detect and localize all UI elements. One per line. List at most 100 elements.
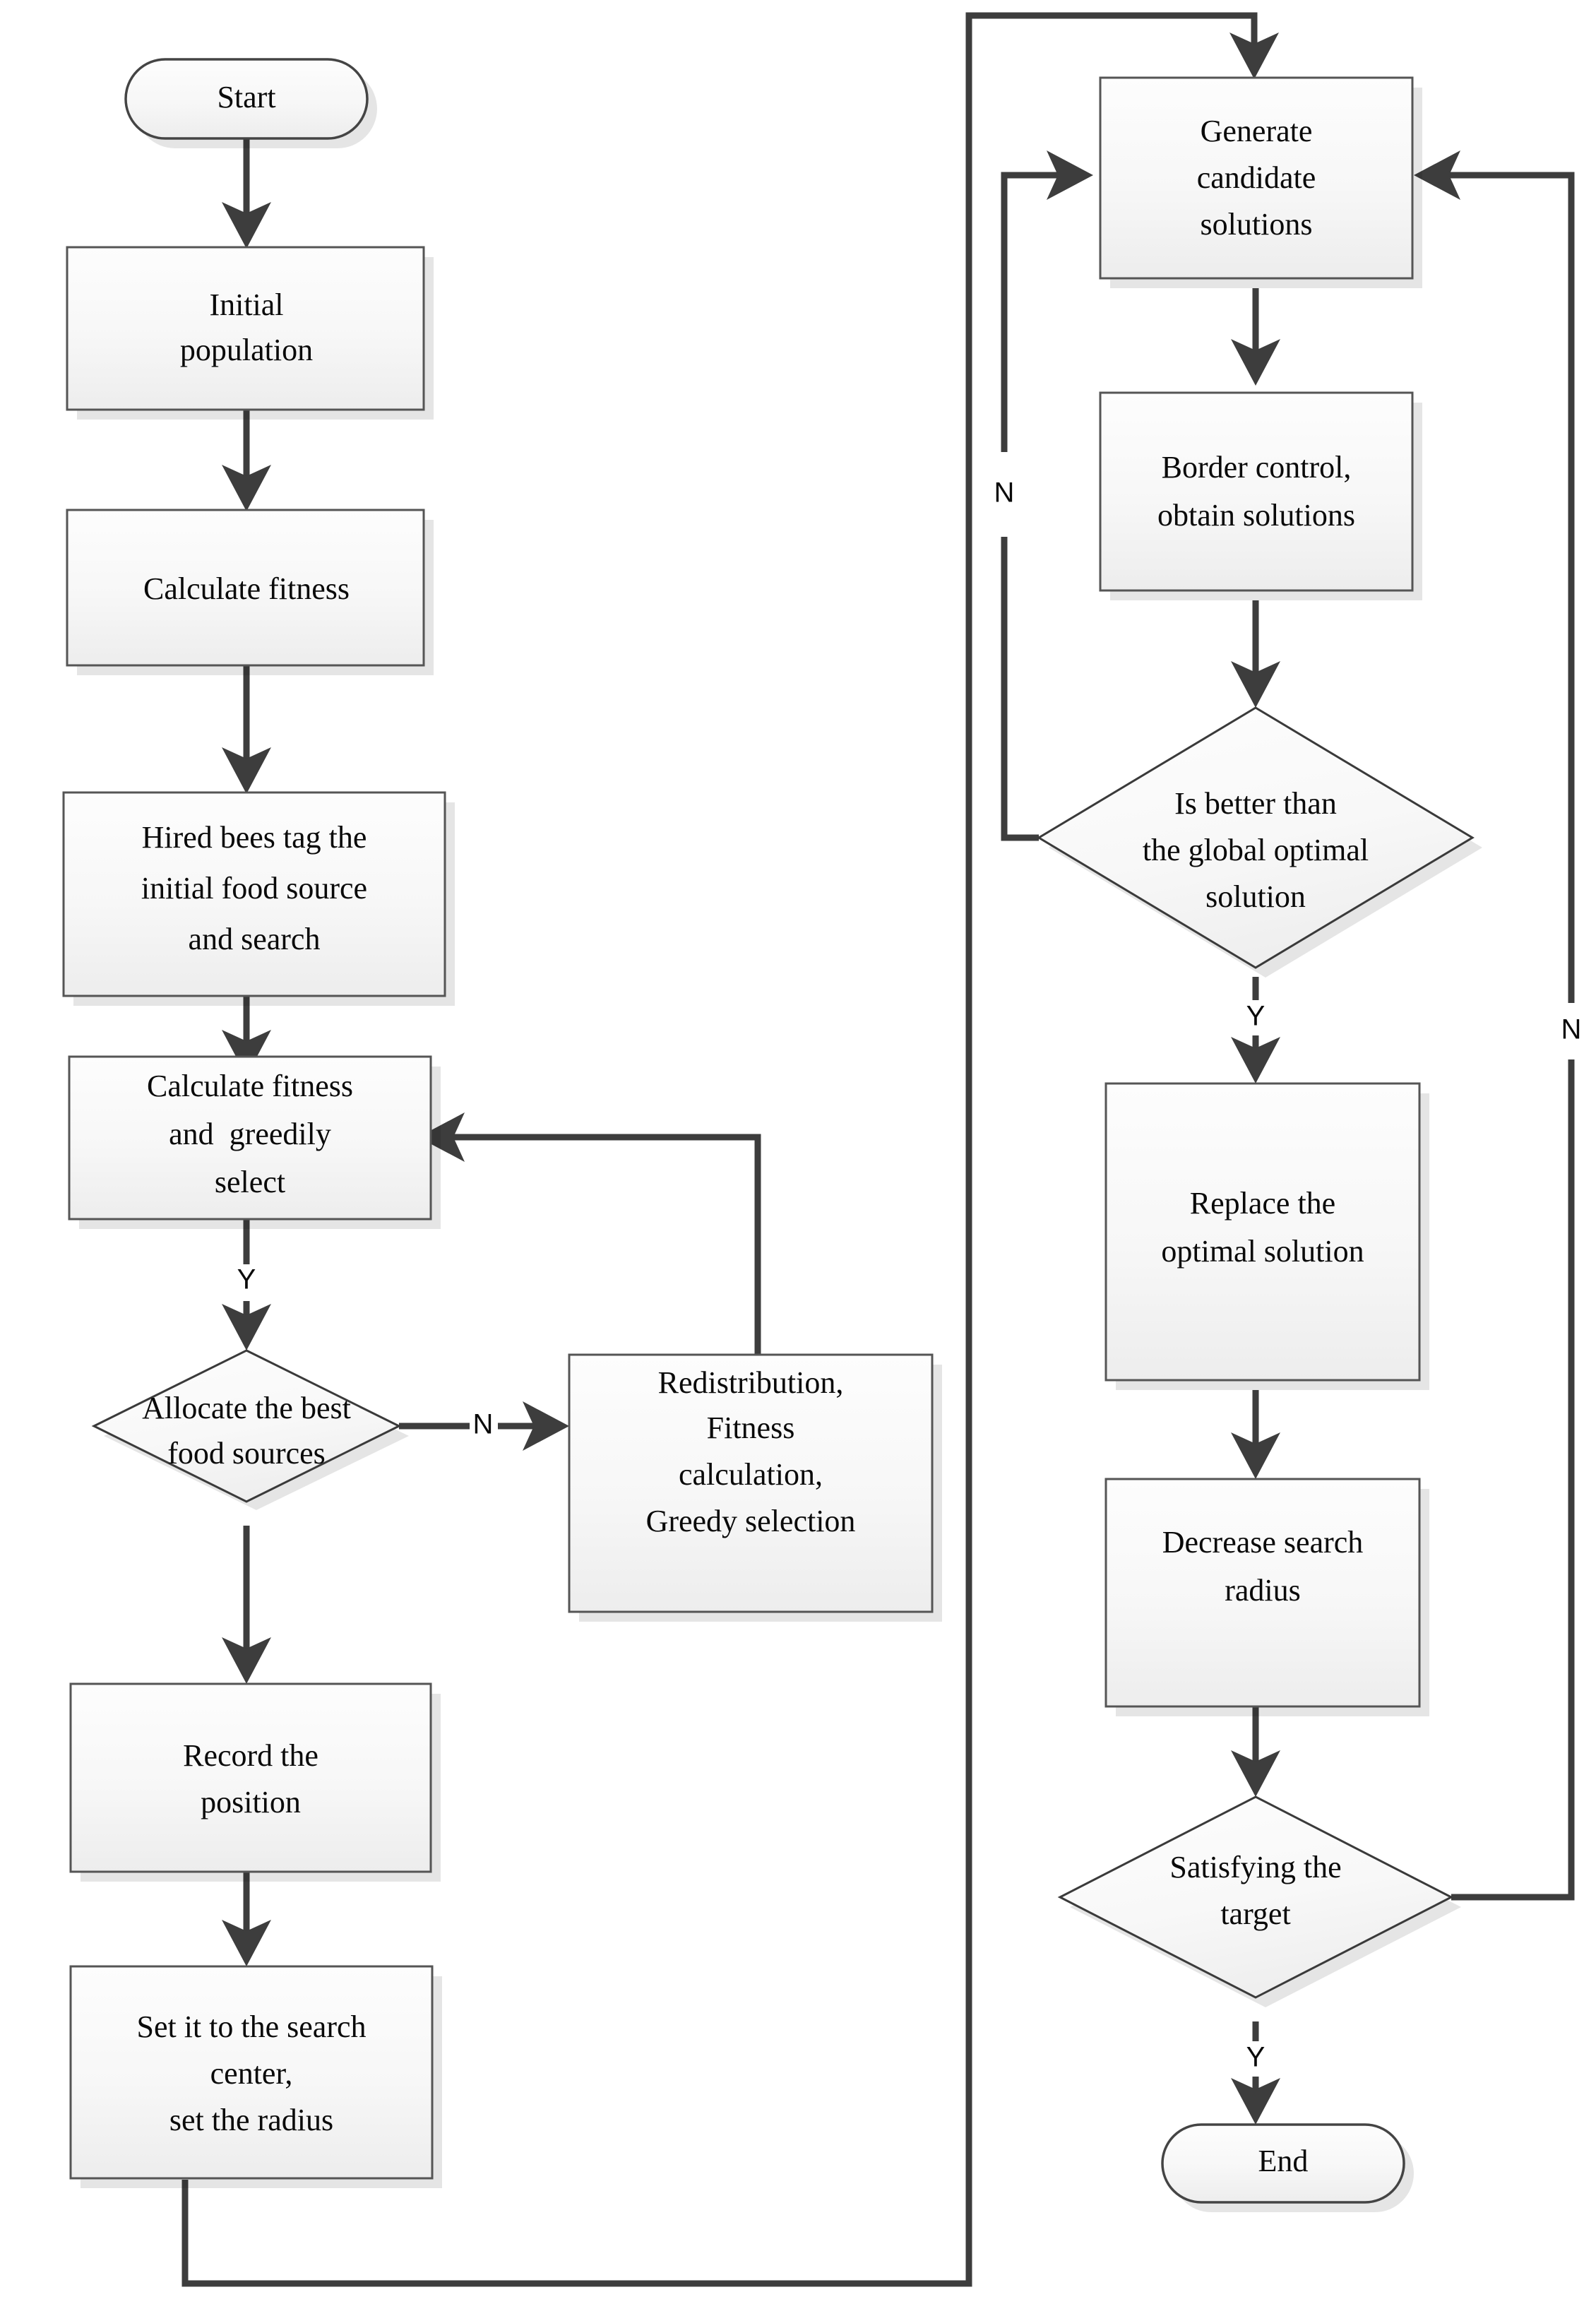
allocate-label-line2: food sources [167,1436,326,1471]
start-shape [124,58,369,140]
node-decrease-search-radius[interactable]: Decrease search radius [1104,1478,1429,1716]
end-label: End [1258,2144,1309,2178]
hired-shape [62,791,446,997]
arrowhead-setcenter [222,1920,271,1966]
arrowhead-replaceopt [1231,1037,1280,1083]
arrowhead-greedy [222,1030,271,1076]
node-set-search-center[interactable]: Set it to the search center, set the rad… [69,1965,442,2188]
arrowhead-gencand-right [1414,150,1460,200]
setcenter-label-line3: set the radius [169,2103,333,2137]
edge-label-layer: Y N N Y N Y [237,477,1582,2073]
arrowhead-border [1231,339,1280,386]
arrowhead-decradius [1231,1432,1280,1479]
edge-satisfy-no-lower [1451,1059,1575,1901]
border-label-line1: Border control, [1162,450,1352,485]
edge-label-satisfy-yes: Y [1246,2042,1266,2073]
satisfy-label-line1: Satisfying the [1169,1850,1341,1884]
node-generate-candidate-solutions[interactable]: Generate candidate solutions [1099,76,1422,288]
hired-label-line2: initial food source [141,871,367,905]
edge-label-isbetter-yes: Y [1246,1001,1266,1032]
edge-label-isbetter-no: N [994,477,1015,509]
edge-label-satisfy-no: N [1561,1014,1582,1045]
gencand-shape [1099,76,1414,280]
replaceopt-label-line1: Replace the [1190,1186,1335,1221]
init-shape [66,246,425,411]
redistrib-label-line4: Greedy selection [646,1504,856,1538]
node-redistribution[interactable]: Redistribution, Fitness calculation, Gre… [568,1353,942,1622]
border-label-line2: obtain solutions [1157,498,1355,533]
node-border-control[interactable]: Border control, obtain solutions [1099,391,1422,600]
edge-isbetter-no-upper [1001,172,1059,452]
init-label-line1: Initial [209,287,283,322]
node-hired-bees[interactable]: Hired bees tag the initial food source a… [62,791,455,1006]
node-calculate-greedy-select[interactable]: Calculate fitness and greedily select [68,1055,441,1229]
edge-setcenter-to-gencand [181,12,1258,2287]
end-shape [1161,2123,1405,2204]
node-satisfying-the-target[interactable]: Satisfying the target [1057,1795,1461,2007]
setcenter-label-line2: center, [210,2056,293,2091]
arrowhead-isbetter [1231,661,1280,708]
decradius-label-line1: Decrease search [1162,1525,1364,1560]
arrowhead-satisfy [1231,1750,1280,1797]
init-label-line2: population [180,333,313,367]
calcfit-label: Calculate fitness [143,571,350,606]
greedy-label-line3: select [215,1165,285,1199]
gencand-label-line2: candidate [1197,160,1316,195]
setcenter-shape [69,1965,434,2180]
gencand-label-line1: Generate [1201,114,1313,148]
gencand-label-line3: solutions [1201,207,1313,242]
edge-isbetter-no-lower [1001,537,1039,841]
allocate-shape [91,1349,402,1503]
edge-satisfy-no-upper [1448,172,1575,1003]
edge-label-allocate-no: N [473,1409,494,1440]
node-replace-optimal-solution[interactable]: Replace the optimal solution [1104,1082,1429,1390]
edge-label-greedy-yes: Y [237,1264,256,1295]
start-label: Start [217,80,275,114]
greedy-label-line1: Calculate fitness [147,1069,353,1103]
arrowhead-end [1231,2078,1280,2125]
replaceopt-shape [1104,1082,1421,1382]
arrowhead-gencand-top [1229,32,1279,79]
node-initial-population[interactable]: Initial population [66,246,434,420]
isbetter-label-line1: Is better than [1174,786,1337,821]
arrowhead-allocate [222,1304,271,1350]
satisfy-shape [1057,1795,1454,1999]
node-calculate-fitness[interactable]: Calculate fitness [66,509,434,675]
setcenter-label-line1: Set it to the search [136,2009,366,2044]
arrowhead-init [222,202,271,249]
greedy-shape [68,1055,432,1221]
node-record-position[interactable]: Record the position [69,1682,441,1882]
node-is-better-than-global-optimal[interactable]: Is better than the global optimal soluti… [1037,706,1482,978]
record-shape [69,1682,432,1873]
arrowhead-hired [222,747,271,794]
redistrib-label-line3: calculation, [679,1457,823,1492]
arrowhead-record [222,1637,271,1684]
hired-label-line1: Hired bees tag the [142,820,367,855]
record-label-line2: position [201,1785,301,1819]
arrowhead-gencand-left [1047,150,1093,200]
isbetter-label-line2: the global optimal [1143,833,1369,867]
edge-redistrib-to-greedy [451,1134,761,1355]
arrowhead-calcfit [222,465,271,511]
arrowhead-greedy-right [418,1112,465,1162]
replaceopt-label-line2: optimal solution [1161,1234,1364,1269]
satisfy-label-line2: target [1220,1896,1290,1931]
allocate-label-line1: Allocate the best [142,1391,351,1425]
decradius-label-line2: radius [1225,1573,1301,1608]
redistrib-label-line1: Redistribution, [658,1365,844,1400]
isbetter-label-line3: solution [1205,879,1306,914]
hired-label-line3: and search [189,922,321,956]
decradius-shape [1104,1478,1421,1708]
connector-layer [181,12,1575,2287]
greedy-label-line2: and greedily [169,1117,331,1151]
node-allocate-best-food-sources[interactable]: Allocate the best food sources [91,1349,409,1510]
node-start[interactable]: Start [124,58,377,148]
arrowhead-redistrib [523,1401,569,1451]
redistrib-shape [568,1353,934,1613]
border-shape [1099,391,1414,592]
isbetter-shape [1037,706,1475,969]
calcfit-shape [66,509,425,667]
node-end[interactable]: End [1161,2123,1414,2212]
